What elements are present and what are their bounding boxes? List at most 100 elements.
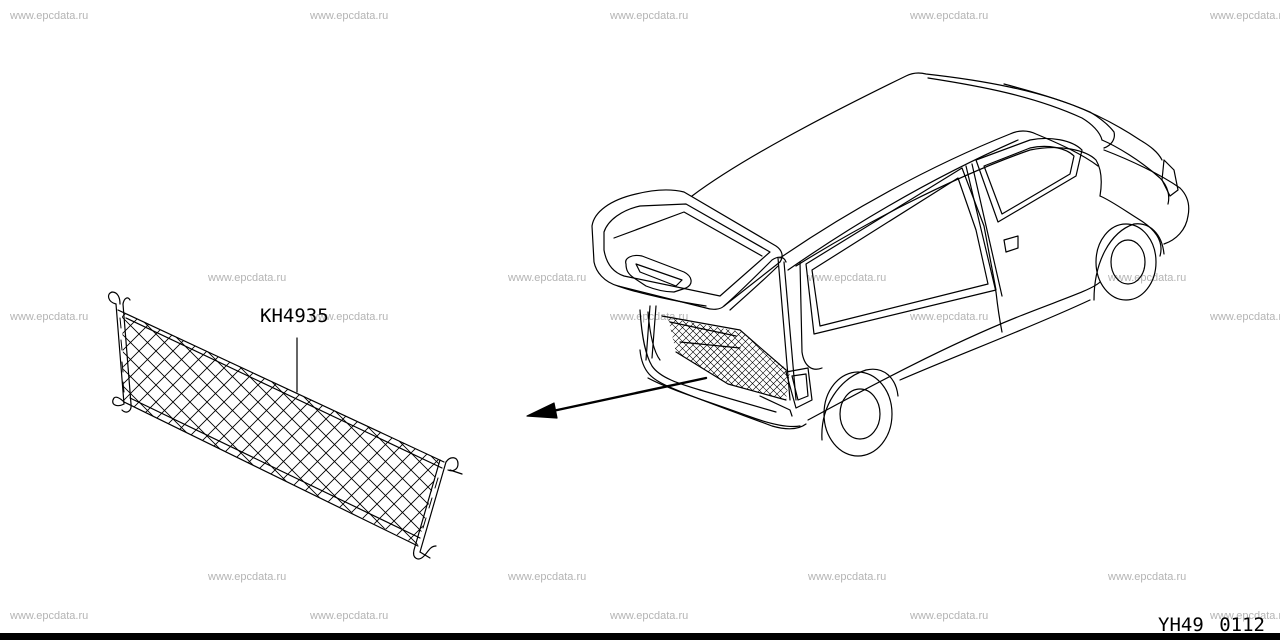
watermark: www.epcdata.ru <box>310 610 389 622</box>
net-mesh-strand <box>0 300 161 560</box>
net-mesh-strand <box>700 300 960 560</box>
net-left-rod-inner <box>123 304 131 404</box>
tail-light <box>786 368 812 408</box>
floor-net-strand <box>516 310 616 410</box>
floor-net-strand <box>560 310 660 410</box>
net-mesh-strand <box>496 300 756 560</box>
net-mesh-strand <box>0 300 156 560</box>
net-hook-bottom-left <box>113 397 124 405</box>
car-roof-line-2 <box>788 140 1018 270</box>
net-mesh-strand <box>423 300 683 560</box>
net-mesh-strand <box>649 300 909 560</box>
cargo-opening-top <box>662 316 786 370</box>
mirror <box>1004 236 1018 252</box>
floor-net-strand <box>460 310 560 410</box>
hatch-strut-left <box>646 306 650 360</box>
net-mesh-strand <box>207 300 467 560</box>
watermark: www.epcdata.ru <box>508 272 587 284</box>
net-mesh-strand <box>151 300 411 560</box>
floor-net-strand <box>523 310 623 410</box>
cargo-floor-net <box>460 310 996 410</box>
net-mesh-strand <box>666 300 926 560</box>
net-top-cord-inner <box>126 318 442 468</box>
net-right-rod-inner <box>420 462 446 552</box>
floor-net-strand <box>826 310 926 410</box>
floor-net-strand <box>474 310 574 410</box>
direction-arrow <box>527 378 706 418</box>
net-mesh-strand <box>326 300 586 560</box>
net-mesh-strand <box>304 300 564 560</box>
net-mesh-strand <box>100 300 360 560</box>
watermark: www.epcdata.ru <box>1108 571 1187 583</box>
front-door-window <box>976 138 1082 222</box>
hatch-handle-recess <box>626 255 691 292</box>
net-mesh-strand <box>411 300 671 560</box>
net-mesh-strand <box>0 300 224 560</box>
floor-net-strand <box>889 310 989 410</box>
net-right-rod-dash <box>423 478 438 528</box>
net-mesh <box>0 300 977 560</box>
front-door-window-inner <box>984 146 1074 214</box>
diagram-code: YH49 0112 <box>1158 614 1265 636</box>
net-mesh-strand <box>270 300 530 560</box>
watermark: www.epcdata.ru <box>1210 610 1280 622</box>
net-mesh-strand <box>71 300 331 560</box>
hatch-door-inner <box>604 204 770 296</box>
hood <box>1104 150 1189 216</box>
net-hook-bottom-right-2 <box>420 552 430 558</box>
net-mesh-strand <box>632 300 892 560</box>
watermark: www.epcdata.ru <box>310 10 389 22</box>
net-mesh-strand <box>0 300 54 560</box>
net-bottom-cord <box>124 402 418 546</box>
hatch-hinge <box>724 257 786 306</box>
net-mesh-strand <box>0 300 246 560</box>
watermark: www.epcdata.ru <box>1108 272 1187 284</box>
rear-wheel-arch <box>822 369 898 440</box>
car-roof-rear-edge <box>780 131 1098 258</box>
b-pillar-2 <box>972 164 1002 296</box>
watermark: www.epcdata.ru <box>310 311 389 323</box>
net-bottom-cord-inner <box>130 398 420 538</box>
net-mesh-strand <box>83 300 343 560</box>
net-mesh-strand <box>88 300 348 560</box>
body-side-lower <box>808 282 1100 420</box>
net-mesh-strand <box>440 300 700 560</box>
net-mesh-strand <box>185 300 445 560</box>
net-mesh-strand <box>219 300 479 560</box>
floor-net-strand <box>600 310 700 410</box>
net-mesh-strand <box>253 300 513 560</box>
net-mesh-strand <box>168 300 428 560</box>
net-top-cord <box>118 310 444 462</box>
door-line <box>996 292 1002 332</box>
floor-net-strand <box>530 310 630 410</box>
hatch-window-seal <box>614 212 762 256</box>
watermark: www.epcdata.ru <box>1210 311 1280 323</box>
net-mesh-strand <box>0 300 144 560</box>
body-side-upper <box>796 148 1101 266</box>
b-pillar <box>966 166 996 292</box>
net-mesh-strand <box>105 300 365 560</box>
net-hook-top-left-2 <box>123 298 130 304</box>
net-mesh-strand <box>0 300 110 560</box>
hatch-handle-inner <box>636 264 682 286</box>
front-wheel-rim <box>1111 240 1145 284</box>
watermark: www.epcdata.ru <box>910 311 989 323</box>
headlight <box>1162 160 1178 196</box>
net-mesh-strand <box>139 300 399 560</box>
floor-net-strand <box>607 310 707 410</box>
net-hook-top-left <box>109 292 120 304</box>
cargo-floor-edge <box>676 352 786 400</box>
net-mesh-strand <box>377 300 637 560</box>
floor-net-strand <box>686 310 786 410</box>
watermark: www.epcdata.ru <box>610 10 689 22</box>
tail-light-lens <box>792 374 808 400</box>
net-mesh-strand <box>355 300 615 560</box>
floor-net-strand <box>868 310 968 410</box>
rear-wheel-rim <box>840 389 880 439</box>
bottom-border <box>0 633 1280 640</box>
floor-net-strand <box>565 310 665 410</box>
floor-net-strand <box>488 310 588 410</box>
net-mesh-strand <box>717 300 977 560</box>
net-mesh-strand <box>0 300 258 560</box>
net-mesh-strand <box>0 300 71 560</box>
